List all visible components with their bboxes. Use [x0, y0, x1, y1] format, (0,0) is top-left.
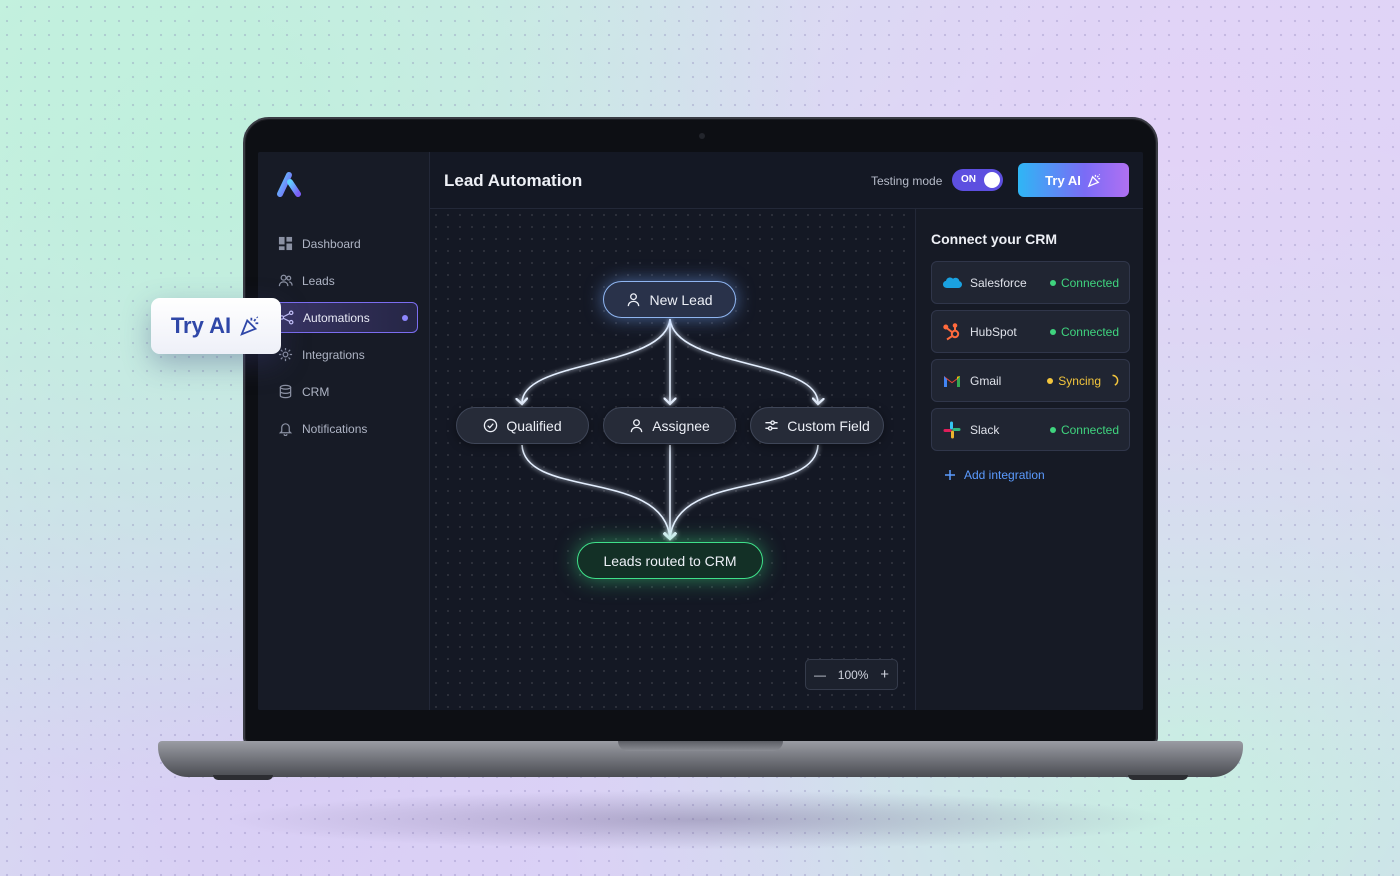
integration-row-slack[interactable]: Slack Connected [931, 408, 1130, 451]
flow-connectors [430, 318, 916, 710]
app-logo [277, 172, 301, 197]
integration-name: HubSpot [970, 324, 1017, 339]
flow-node-assignee[interactable]: Assignee [603, 407, 736, 444]
gmail-icon [944, 375, 960, 387]
laptop-lid: Dashboard Leads Automations Integrations… [243, 117, 1158, 744]
testing-mode-label: Testing mode [871, 174, 943, 188]
party-popper-icon [240, 316, 259, 336]
integration-row-hubspot[interactable]: HubSpot Connected [931, 310, 1130, 353]
add-integration-label: Add integration [964, 468, 1045, 482]
toggle-state-text: ON [961, 174, 976, 185]
app-screen: Dashboard Leads Automations Integrations… [258, 152, 1143, 710]
hubspot-icon [943, 322, 960, 340]
plus-icon [945, 470, 955, 480]
laptop-shadow [220, 790, 1180, 850]
sidebar-item-dashboard[interactable]: Dashboard [270, 228, 418, 259]
laptop-base [158, 741, 1243, 780]
sidebar-item-integrations[interactable]: Integrations [270, 339, 418, 370]
sidebar-item-label: CRM [302, 384, 330, 399]
share-icon [279, 310, 294, 325]
gear-icon [278, 347, 293, 362]
status-text: Syncing [1058, 373, 1101, 388]
toggle-knob [984, 172, 1000, 188]
check-circle-icon [484, 418, 498, 433]
flow-node-custom-field[interactable]: Custom Field [750, 407, 884, 444]
zoom-level: 100% [837, 667, 869, 682]
slack-icon [943, 421, 961, 438]
flow-node-leads-routed[interactable]: Leads routed to CRM [577, 542, 763, 579]
party-popper-icon [1087, 173, 1100, 187]
dashboard-icon [278, 236, 293, 251]
sidebar-item-label: Leads [302, 273, 335, 288]
sidebar-item-label: Integrations [302, 347, 365, 362]
top-header: Lead Automation Testing mode ON Try AI [430, 152, 1143, 209]
spinner-icon [1112, 374, 1119, 386]
try-ai-label: Try AI [1045, 172, 1081, 188]
bell-icon [278, 423, 293, 436]
laptop-notch [618, 741, 783, 751]
floating-try-ai-label: Try AI [170, 313, 232, 338]
integration-status: Connected [1049, 422, 1119, 437]
salesforce-cloud-icon [943, 277, 962, 288]
user-icon [630, 419, 643, 433]
integration-name: Slack [970, 422, 1000, 437]
laptop-foot-left [213, 775, 273, 780]
sidebar-item-label: Dashboard [302, 236, 361, 251]
user-icon [628, 293, 640, 307]
node-label: Qualified [506, 417, 562, 434]
sidebar-item-notifications[interactable]: Notifications [270, 413, 418, 444]
integration-row-salesforce[interactable]: Salesforce Connected [931, 261, 1130, 304]
database-icon [279, 384, 292, 399]
sidebar-item-label: Notifications [302, 421, 368, 436]
node-label: Leads routed to CRM [603, 552, 737, 569]
try-ai-button[interactable]: Try AI [1018, 163, 1129, 197]
status-dot [1047, 377, 1054, 384]
users-icon [278, 274, 293, 287]
status-text: Connected [1060, 422, 1119, 437]
flow-node-qualified[interactable]: Qualified [456, 407, 589, 444]
sliders-icon [765, 420, 778, 431]
status-text: Connected [1060, 275, 1119, 290]
sidebar-item-crm[interactable]: CRM [270, 376, 418, 407]
integration-row-gmail[interactable]: Gmail Syncing [931, 359, 1130, 402]
integration-status: Connected [1049, 324, 1119, 339]
zoom-control: — 100% + [805, 659, 898, 690]
zoom-out-button[interactable]: — [814, 667, 826, 682]
flow-node-new-lead[interactable]: New Lead [603, 281, 736, 318]
sidebar: Dashboard Leads Automations Integrations… [258, 152, 430, 710]
camera [699, 133, 705, 139]
status-dot [1049, 426, 1056, 433]
node-label: Assignee [652, 417, 710, 434]
sidebar-item-label: Automations [303, 310, 370, 325]
node-label: Custom Field [787, 417, 870, 434]
status-dot [1049, 279, 1056, 286]
page-title: Lead Automation [444, 171, 583, 190]
active-indicator-dot [402, 315, 408, 321]
integration-status: Syncing [1047, 374, 1119, 388]
testing-mode-toggle[interactable]: ON [952, 169, 1003, 191]
status-dot [1049, 328, 1056, 335]
crm-panel: Connect your CRM Salesforce Connected Hu… [916, 209, 1143, 710]
integration-name: Gmail [970, 373, 1002, 388]
add-integration-link[interactable]: Add integration [944, 468, 1045, 482]
sidebar-item-automations[interactable]: Automations [270, 302, 418, 333]
floating-try-ai-button[interactable]: Try AI [151, 298, 281, 354]
automation-canvas[interactable]: New Lead Qualified Assignee Custom Field… [430, 209, 916, 710]
zoom-in-button[interactable]: + [880, 666, 889, 683]
status-text: Connected [1060, 324, 1119, 339]
integration-name: Salesforce [970, 275, 1027, 290]
node-label: New Lead [649, 291, 713, 308]
crm-panel-title: Connect your CRM [931, 231, 1057, 247]
sidebar-item-leads[interactable]: Leads [270, 265, 418, 296]
integration-status: Connected [1049, 275, 1119, 290]
laptop-foot-right [1128, 775, 1188, 780]
